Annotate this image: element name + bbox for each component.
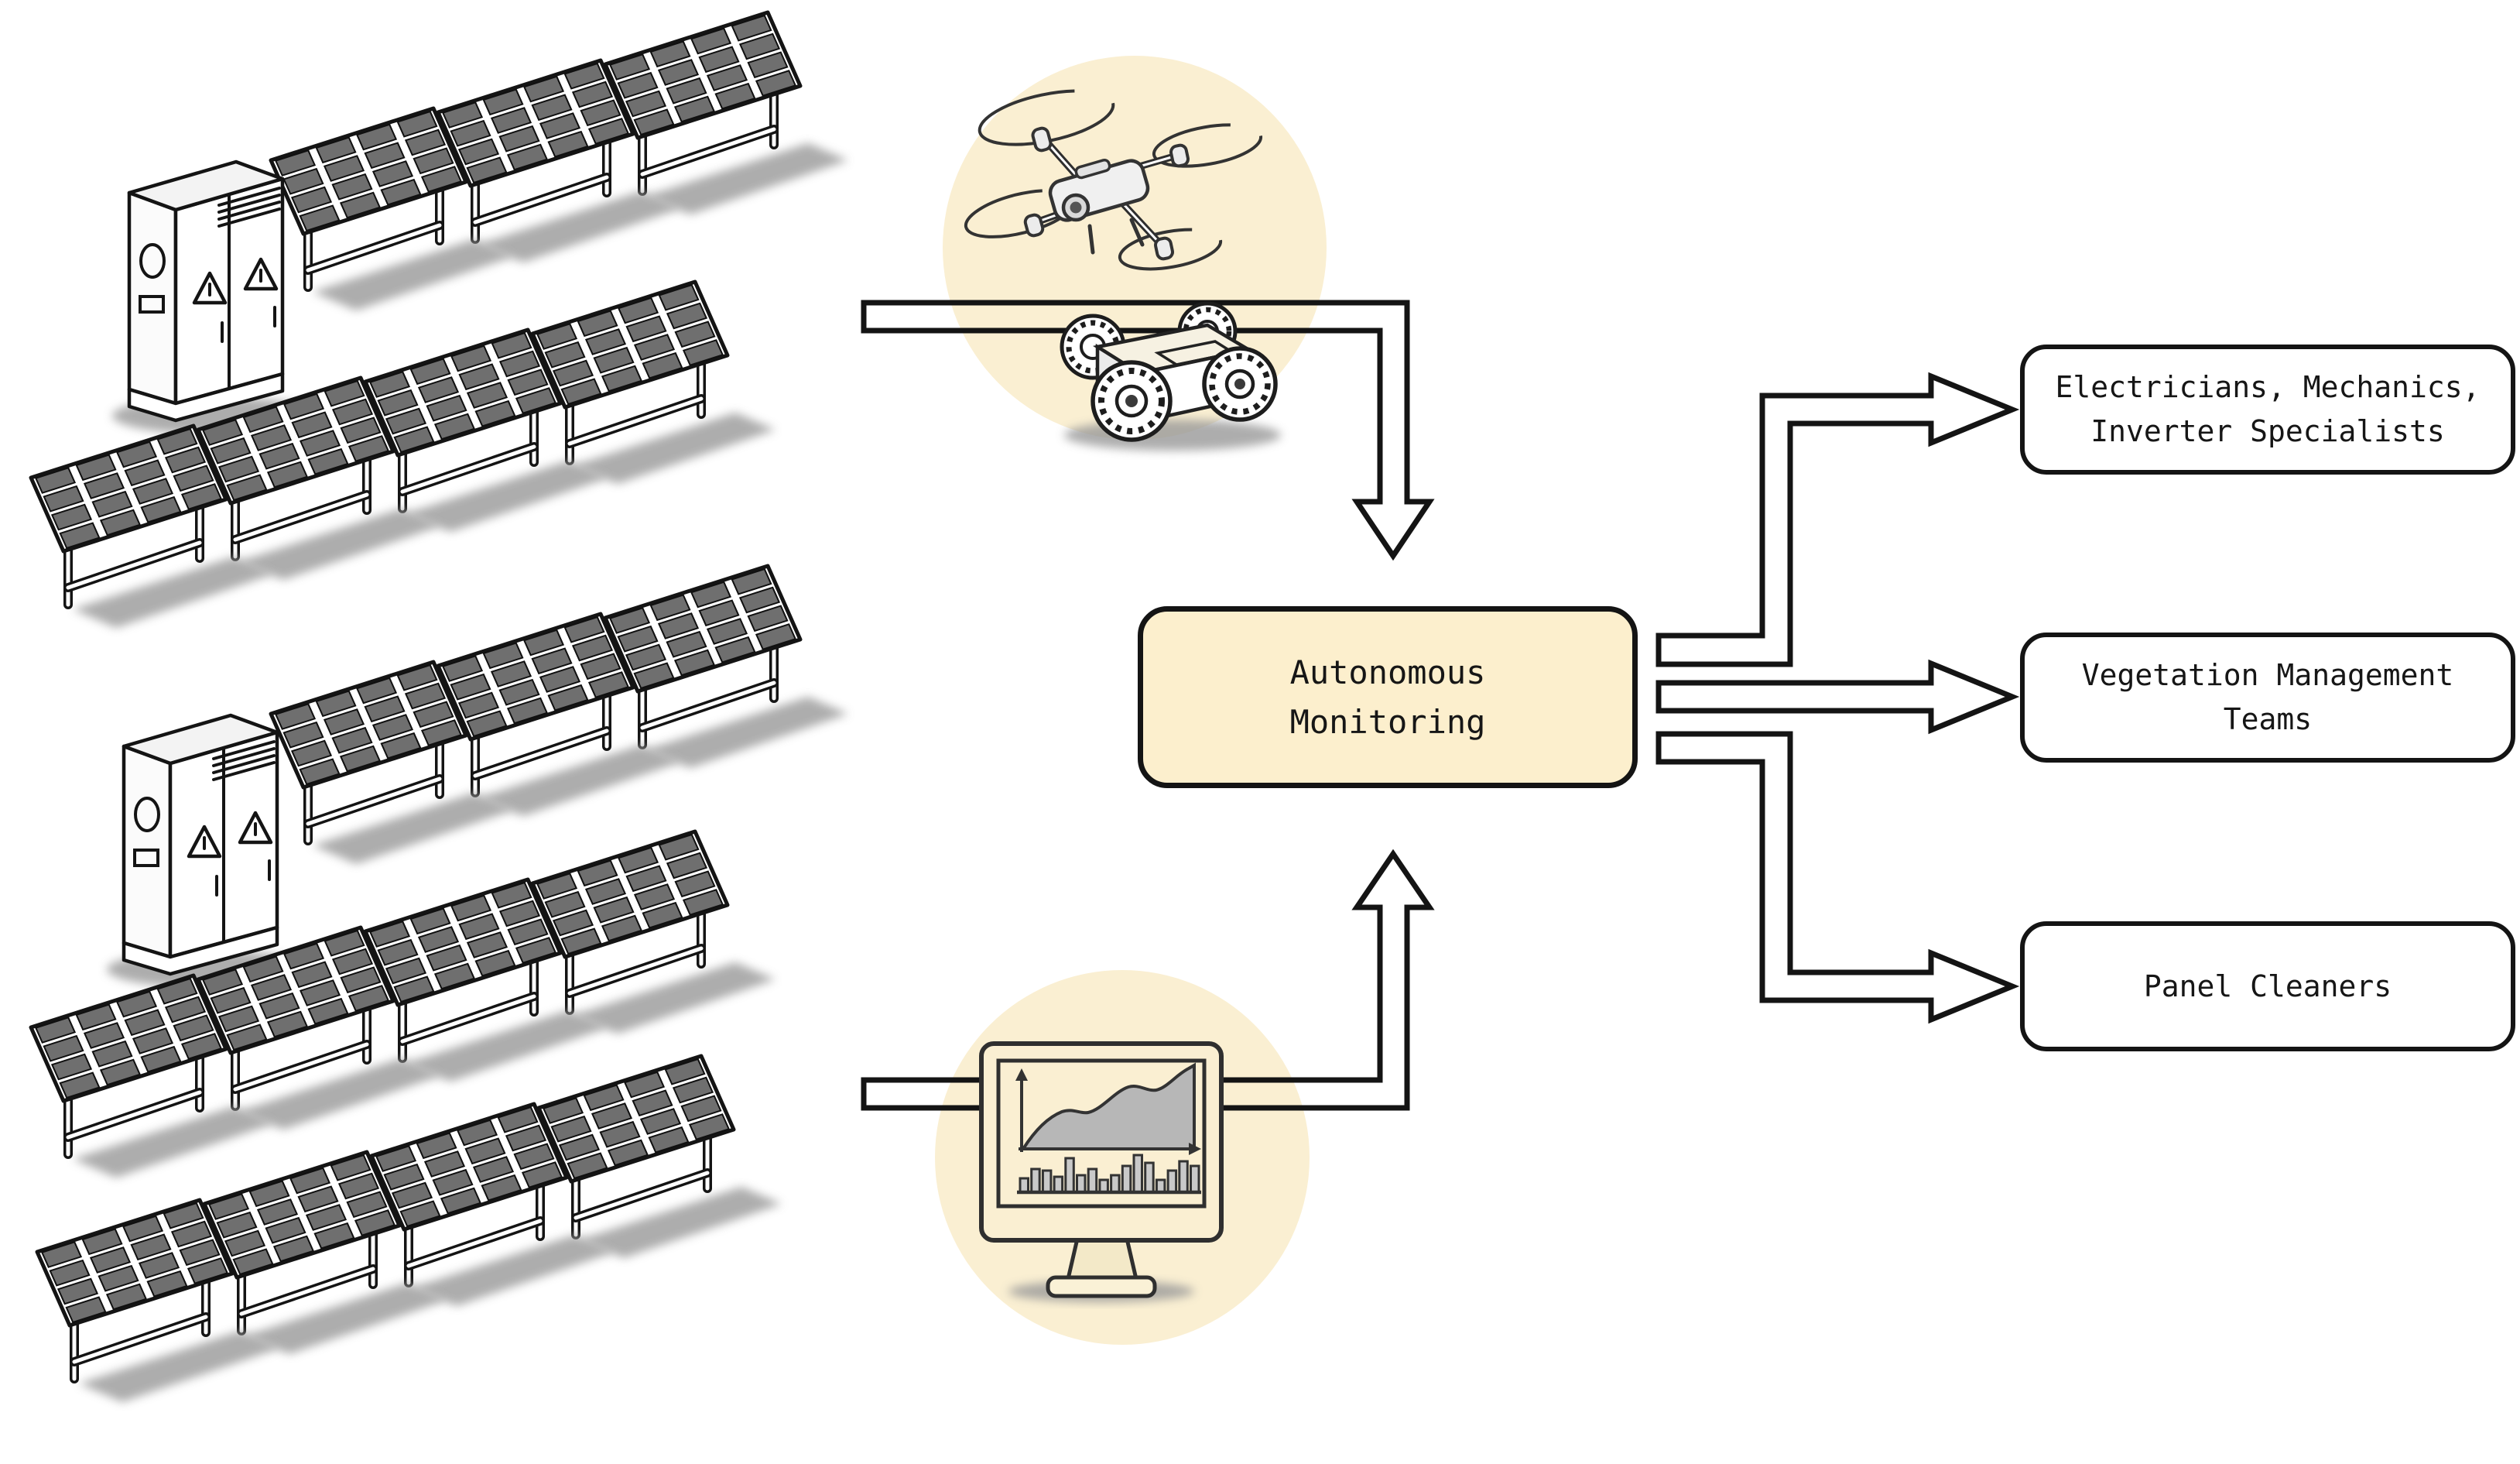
inverter-cabinet (107, 713, 316, 988)
monitor-bar (1144, 1161, 1155, 1194)
solar-panel (530, 829, 776, 1034)
rover-icon (1060, 301, 1281, 451)
solar-panel-row (112, 10, 848, 434)
vegetation-label-line2: Teams (2223, 702, 2313, 736)
solar-panel (35, 1198, 280, 1402)
monitor-bar (1155, 1178, 1166, 1194)
arrow-to-vegetation (1655, 659, 2020, 735)
monitor-bar (1053, 1175, 1064, 1194)
solar-panel (29, 973, 274, 1178)
monitor-bar (1121, 1164, 1132, 1194)
solar-panel (363, 877, 608, 1082)
monitor-bar (1098, 1178, 1109, 1194)
solar-panel (530, 279, 776, 484)
solar-panel (536, 1054, 782, 1258)
monitor-bar (1190, 1164, 1200, 1194)
solar-panel (202, 1150, 447, 1354)
solar-panel (603, 10, 848, 214)
arrow-to-electricians (1655, 372, 2020, 667)
monitor-bar (1132, 1154, 1143, 1194)
electricians-node: Electricians, Mechanics, Inverter Specia… (2020, 345, 2515, 475)
solar-panel (269, 106, 514, 310)
solar-panel-row (29, 279, 776, 628)
monitor-bar (1178, 1160, 1189, 1194)
monitor-bar (1076, 1174, 1087, 1194)
monitor-bar (1030, 1167, 1041, 1194)
solar-panel (436, 58, 681, 262)
solar-panel (196, 925, 441, 1130)
autonomous-monitoring-node: Autonomous Monitoring (1138, 606, 1638, 788)
monitor-area-chart (1015, 1062, 1201, 1155)
panel-cleaners-node: Panel Cleaners (2020, 921, 2515, 1051)
vegetation-node: Vegetation Management Teams (2020, 633, 2515, 763)
rover-front-wheels (1091, 346, 1278, 442)
solar-panel-row (35, 1054, 782, 1402)
inverter-cabinet (112, 159, 321, 434)
autonomous-monitoring-label-line2: Monitoring (1289, 702, 1486, 741)
monitor-bar (1110, 1174, 1121, 1194)
arrow-top-input (861, 300, 1435, 561)
vegetation-label-line1: Vegetation Management (2081, 658, 2454, 692)
panel-cleaners-label-line1: Panel Cleaners (2143, 969, 2392, 1003)
monitor-bar (1087, 1167, 1098, 1194)
electricians-label-line2: Inverter Specialists (2090, 414, 2445, 448)
solar-panel (363, 327, 608, 532)
electricians-label-line1: Electricians, Mechanics, (2055, 370, 2481, 404)
drone-icon (964, 89, 1263, 271)
solar-panel (269, 660, 514, 864)
monitoring-dashboard-icon (979, 1041, 1224, 1302)
solar-panel-row (107, 564, 848, 988)
solar-panel-row (29, 829, 776, 1178)
arrow-to-cleaners (1655, 731, 2020, 1024)
solar-panel (436, 612, 681, 816)
monitor-bar (1041, 1169, 1053, 1194)
monitor-bar (1019, 1177, 1029, 1194)
solar-panel (196, 375, 441, 580)
solar-panel (29, 423, 274, 628)
monitor-bar (1064, 1157, 1075, 1194)
solar-panel (603, 564, 848, 768)
autonomous-monitoring-label-line1: Autonomous (1289, 653, 1486, 691)
solar-farm (29, 10, 848, 1402)
monitor-bar (1166, 1169, 1178, 1194)
solar-panel (369, 1102, 615, 1306)
